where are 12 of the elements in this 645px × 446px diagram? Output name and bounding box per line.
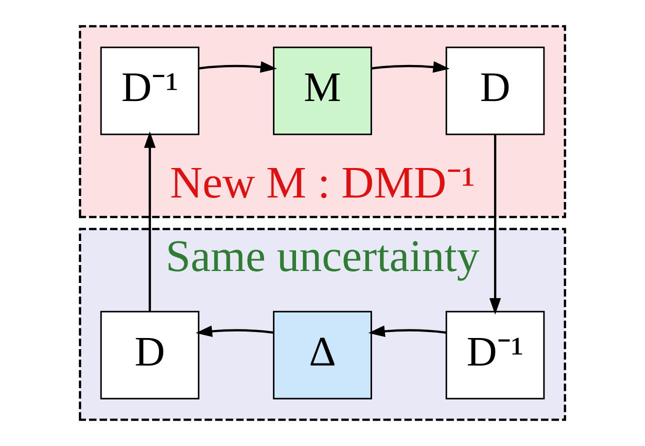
arrow — [198, 61, 278, 73]
arrow — [196, 325, 274, 338]
node-box: D⁻¹ — [446, 310, 545, 400]
node-box: D⁻¹ — [100, 46, 200, 136]
arrow — [368, 325, 446, 338]
node-box: D — [100, 310, 200, 400]
node-box: Δ — [272, 310, 372, 400]
node-box: D — [446, 46, 545, 136]
node-box: M — [272, 46, 372, 136]
arrow — [144, 131, 156, 312]
arrow — [372, 61, 450, 73]
arrow — [489, 134, 501, 315]
